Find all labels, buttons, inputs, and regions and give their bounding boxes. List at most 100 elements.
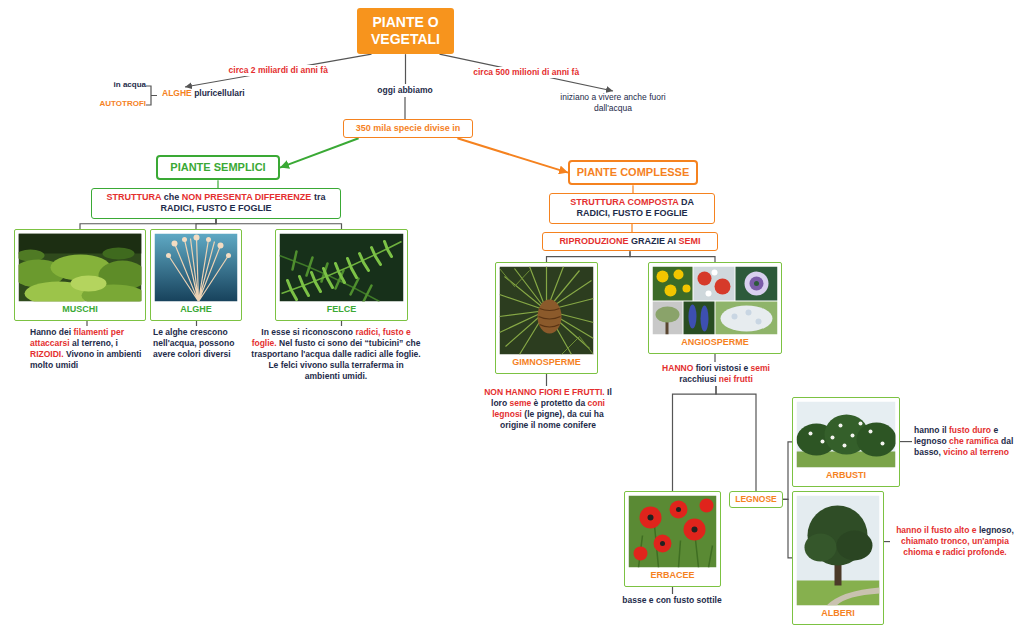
text-run: fà [320, 65, 328, 75]
text-run: radici [942, 547, 965, 557]
text-run: ANGIOSPERME [681, 337, 749, 347]
connector [673, 386, 717, 491]
poppy-photo [648, 507, 698, 546]
concept-text: iniziano a vivere anche fuori dall'acqua [555, 91, 671, 115]
text-run: dei [59, 327, 71, 337]
poppy-photo [629, 496, 717, 568]
tree-photo [797, 496, 880, 606]
description-text: hanno il fusto duro e legnoso che ramifi… [912, 424, 1018, 459]
connector [185, 54, 372, 87]
text-run: Hanno [30, 327, 56, 337]
moss-photo [103, 248, 135, 260]
text-run: chiamato [901, 536, 938, 546]
photo-card: ERBACEE [624, 491, 721, 587]
connector [86, 321, 87, 326]
text-run: FUSTO [613, 208, 643, 218]
flowers-photo [694, 267, 735, 301]
text-run: da [567, 409, 577, 419]
text-run: GRAZIE [631, 236, 665, 246]
text-run: foglie. [396, 349, 421, 359]
connector [217, 180, 218, 188]
seaweed-photo [155, 234, 238, 302]
flowers-photo [746, 310, 752, 316]
poppy-photo [700, 499, 714, 513]
text-run: legnoso [914, 436, 947, 446]
text-run: il [924, 525, 929, 535]
text-run: RIZOIDI. [30, 349, 64, 359]
tree-photo [837, 531, 873, 561]
shrub-photo [809, 432, 813, 436]
seaweed-photo [206, 237, 211, 242]
text-run: si [293, 327, 300, 337]
text-run: AI [667, 236, 676, 246]
fern-photo [282, 242, 402, 294]
text-run: miliardi [258, 65, 288, 75]
text-run: e [743, 363, 748, 373]
photo-area [18, 233, 142, 301]
photo-area [154, 233, 238, 301]
text-run: vicino [943, 447, 968, 457]
text-run: Vivono [66, 349, 94, 359]
text-run: e [406, 327, 411, 337]
text-run: MUSCHI [62, 304, 98, 314]
connector [341, 321, 342, 326]
text-run: e [993, 425, 998, 435]
text-run: COMPLESSE [620, 166, 689, 178]
connector [672, 587, 673, 594]
text-run: DIFFERENZE [255, 192, 312, 202]
connector [439, 54, 613, 91]
text-run: “tubicini” [365, 338, 404, 348]
moss-photo [13, 234, 147, 307]
card-label: ALGHE [154, 303, 238, 317]
moss-photo [71, 276, 107, 292]
fern-photo [293, 252, 372, 302]
text-run: GIMNOSPERME [512, 357, 581, 367]
node-text: PIANTE COMPLESSE [576, 166, 690, 179]
pine-photo [539, 309, 561, 328]
text-run: PIANTE [170, 161, 210, 173]
node-text: iniziano a vivere anche fuori dall'acqua [557, 92, 669, 114]
shrub-photo [809, 422, 885, 448]
connector [80, 219, 216, 230]
connector [632, 185, 633, 193]
description-text: basse e con fusto sottile [612, 594, 732, 607]
shrub-photo [797, 402, 896, 468]
text-run: pluricellulari [194, 88, 245, 98]
count-box: 350 mila specie divise in [343, 119, 473, 138]
text-run: ramifica [966, 436, 999, 446]
node-text: NON HANNO FIORI E FRUTTI. Il loro seme è… [480, 387, 616, 431]
text-run: (le [524, 409, 534, 419]
seaweed-photo [182, 237, 187, 242]
note-label: AUTOTROFI [86, 99, 146, 109]
text-run: a [591, 92, 596, 102]
photo-card: ANGIOSPERME [648, 262, 782, 354]
text-run: filamenti [73, 327, 108, 337]
text-run: nei [719, 374, 731, 384]
pine-photo [500, 267, 594, 355]
node-text: In esse si riconoscono radici, fusto e f… [250, 327, 422, 382]
text-run: FOGLIE [654, 208, 688, 218]
pine-photo [538, 300, 562, 334]
text-run: Il [607, 387, 612, 397]
node-text: LEGNOSE [733, 494, 779, 505]
card-label: ERBACEE [628, 569, 717, 583]
photo-area [279, 233, 404, 301]
shrub-photo [839, 424, 843, 428]
text-run: circa [473, 67, 493, 77]
flowers-photo [706, 270, 718, 297]
text-run: PRESENTA [204, 192, 252, 202]
text-run: vivere [599, 92, 622, 102]
text-run: il [531, 420, 536, 430]
flowers-photo [665, 285, 677, 297]
text-run: iniziano [560, 92, 589, 102]
text-run: umidi [56, 360, 79, 370]
node-text: hanno il fusto alto e legnoso, chiamato … [892, 525, 1018, 558]
connector [404, 97, 405, 119]
connector [547, 251, 631, 262]
fern-photo [288, 242, 392, 300]
text-run: che [406, 338, 421, 348]
category-box: PIANTE SEMPLICI [156, 155, 280, 180]
text-run: E [645, 208, 651, 218]
